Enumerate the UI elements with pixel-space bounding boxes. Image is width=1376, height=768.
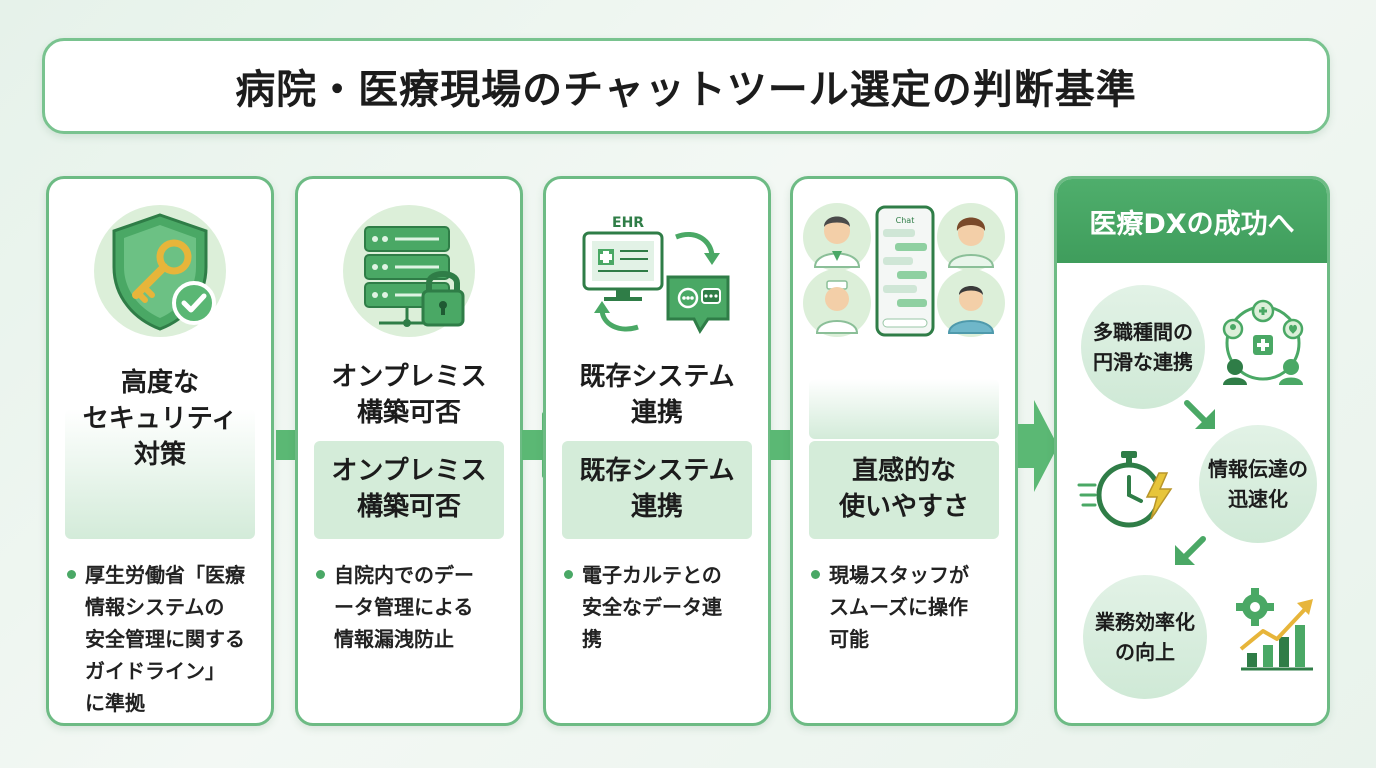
page-title: 病院・医療現場のチャットツール選定の判断基準 (235, 67, 1137, 113)
bullet-dot (67, 570, 76, 579)
dx-step-speed: 情報伝達の 迅速化 (1199, 425, 1317, 543)
stopwatch-lightning-icon (1077, 445, 1177, 539)
card-highlight-band: オンプレミス 構築可否 (314, 441, 504, 539)
criteria-card-usability: Chat 直感的な 使いやすさ 現場スタッフが スムーズに操作 可能 (790, 176, 1018, 726)
card-fade-band (809, 379, 999, 439)
card-heading: 高度な セキュリティ 対策 (82, 368, 238, 470)
arrow-down-left-icon (1175, 536, 1206, 565)
criteria-card-security: 高度な セキュリティ 対策 厚生労働省「医療 情報システムの 安全管理に関する … (46, 176, 274, 726)
ehr-chat-sync-icon: EHR (546, 201, 768, 334)
shield-key-icon (49, 201, 271, 337)
dx-header: 医療DXの成功へ (1057, 179, 1327, 263)
card-bullet: 現場スタッフが スムーズに操作 可能 (811, 559, 1003, 655)
criteria-card-system-integration: EHR 既存システム 連携 既存システム 連携 電子カルテとの 安全なデータ連 … (543, 176, 771, 726)
card-highlight-band: 既存システム 連携 (562, 441, 752, 539)
arrow-down-right-icon (1184, 400, 1215, 429)
bullet-dot (811, 570, 820, 579)
gear-growth-chart-icon (1227, 583, 1317, 677)
ehr-label: EHR (612, 215, 644, 231)
card-bullet: 電子カルテとの 安全なデータ連 携 (564, 559, 756, 655)
phone-chat-label: Chat (896, 216, 915, 225)
card-bullet: 厚生労働省「医療 情報システムの 安全管理に関する ガイドライン」 に準拠 (67, 559, 259, 719)
server-lock-icon (298, 201, 520, 337)
dx-success-card: 医療DXの成功へ 多職種間の 円滑な連携 (1054, 176, 1330, 726)
bullet-text: 厚生労働省「医療 情報システムの 安全管理に関する ガイドライン」 に準拠 (85, 563, 245, 715)
team-network-icon (1217, 297, 1309, 393)
band-text: 既存システム 連携 (579, 456, 735, 522)
band-text: オンプレミス 構築可否 (331, 456, 487, 522)
title-banner: 病院・医療現場のチャットツール選定の判断基準 (42, 38, 1330, 134)
dx-step-collaboration: 多職種間の 円滑な連携 (1081, 285, 1205, 409)
band-text: 直感的な 使いやすさ (838, 456, 969, 522)
criteria-card-on-premise: オンプレミス 構築可否 オンプレミス 構築可否 自院内でのデー ータ管理による … (295, 176, 523, 726)
card-heading: 既存システム 連携 (579, 362, 735, 428)
card-heading: オンプレミス 構築可否 (331, 362, 487, 428)
dx-step-efficiency: 業務効率化 の向上 (1083, 575, 1207, 699)
bullet-text: 自院内でのデー ータ管理による 情報漏洩防止 (334, 563, 474, 651)
card-highlight-band: 直感的な 使いやすさ (809, 441, 999, 539)
bullet-dot (564, 570, 573, 579)
bullet-dot (316, 570, 325, 579)
bullet-text: 現場スタッフが スムーズに操作 可能 (829, 563, 969, 651)
card-bullet: 自院内でのデー ータ管理による 情報漏洩防止 (316, 559, 508, 655)
bullet-text: 電子カルテとの 安全なデータ連 携 (582, 563, 722, 651)
card-highlight-band (65, 409, 255, 539)
arrow-right-icon (1018, 400, 1058, 492)
staff-smartphone-icon: Chat (793, 201, 1015, 341)
